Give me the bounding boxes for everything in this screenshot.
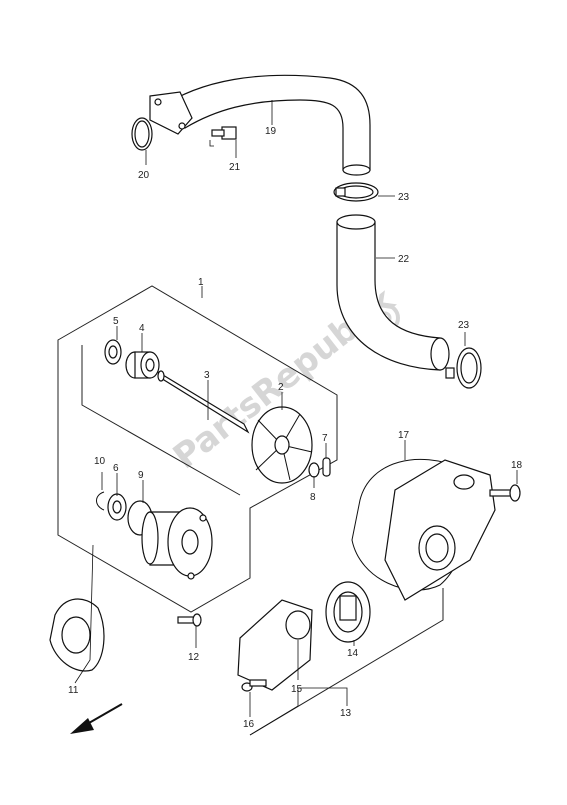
callout-15: 15 — [291, 684, 303, 695]
callout-22: 22 — [398, 254, 410, 265]
assembly-frame-1-inner — [81, 345, 241, 496]
callout-3: 3 — [204, 370, 210, 381]
callout-13: 13 — [340, 708, 352, 719]
callout-8: 8 — [310, 492, 316, 503]
pump-body — [141, 507, 213, 580]
callout-10: 10 — [94, 456, 106, 467]
group-bracket-13 — [249, 588, 444, 736]
part-6-bearing — [107, 493, 127, 521]
part-2-impeller — [251, 406, 313, 484]
part-18-bolt — [489, 484, 521, 502]
callout-18: 18 — [511, 460, 523, 471]
callout-17: 17 — [398, 430, 410, 441]
callout-23b: 23 — [458, 320, 470, 331]
assembly-frame-1 — [57, 285, 338, 613]
part-3-shaft — [157, 370, 250, 434]
part-8-washer — [308, 462, 320, 478]
callout-7: 7 — [322, 433, 328, 444]
part-14-thermostat — [325, 581, 371, 643]
leader-lines — [74, 100, 518, 736]
callout-20: 20 — [138, 170, 150, 181]
callout-14: 14 — [347, 648, 359, 659]
thermostat-housing — [384, 459, 496, 601]
callout-9: 9 — [138, 470, 144, 481]
callout-4: 4 — [139, 323, 145, 334]
part-22-hose — [336, 214, 450, 371]
callout-23a: 23 — [398, 192, 410, 203]
part-10-circlip — [96, 491, 105, 511]
callout-1: 1 — [198, 277, 204, 288]
part-5-seal — [104, 339, 122, 365]
callout-2: 2 — [278, 382, 284, 393]
callout-6: 6 — [113, 463, 119, 474]
callout-16: 16 — [243, 719, 255, 730]
part-11-gasket — [49, 598, 105, 672]
part-20-o-ring — [131, 117, 153, 151]
part-7-pin — [322, 457, 331, 477]
callout-11: 11 — [68, 685, 79, 696]
callout-labels: 1 2 3 4 5 6 7 8 9 10 11 12 13 14 15 16 1… — [68, 126, 523, 730]
part-15-cover — [237, 599, 313, 691]
part-21-bolt — [211, 126, 237, 140]
callout-19: 19 — [265, 126, 277, 137]
part-12-bolt — [177, 613, 202, 627]
callout-12: 12 — [188, 652, 200, 663]
callout-21: 21 — [229, 162, 241, 173]
part-16-bolt — [241, 679, 267, 692]
front-direction-arrow-icon — [70, 703, 123, 734]
part-23-clamp-lower — [445, 347, 482, 389]
part-23-clamp-upper — [333, 182, 379, 202]
callout-5: 5 — [113, 316, 119, 327]
part-19-pipe — [149, 74, 371, 176]
part-4-mechanical-seal — [125, 351, 160, 379]
